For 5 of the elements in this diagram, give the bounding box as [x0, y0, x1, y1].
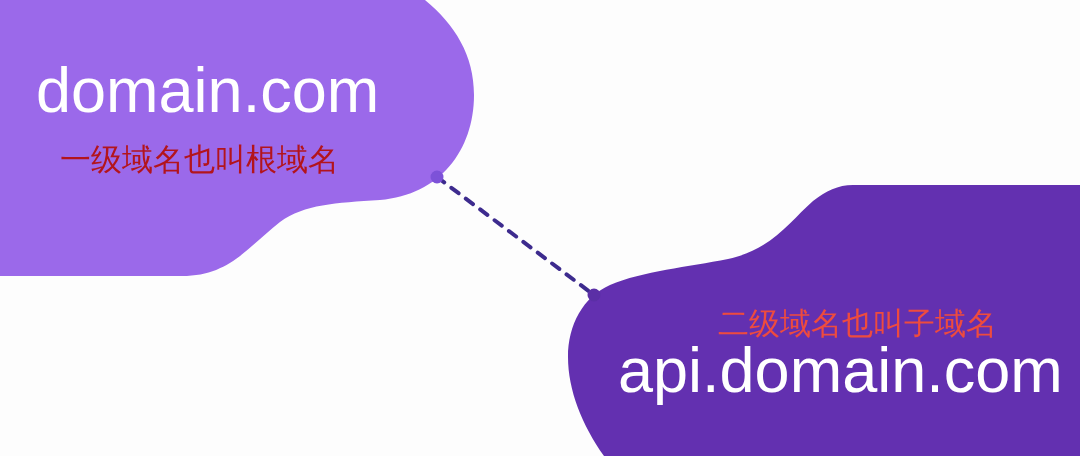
note-label: 一级域名也叫根域名	[60, 141, 339, 179]
blob-shape	[0, 0, 476, 276]
dashed-connector	[430, 170, 601, 302]
domain-label: domain.com	[36, 54, 380, 127]
blob-shape	[568, 185, 1080, 456]
